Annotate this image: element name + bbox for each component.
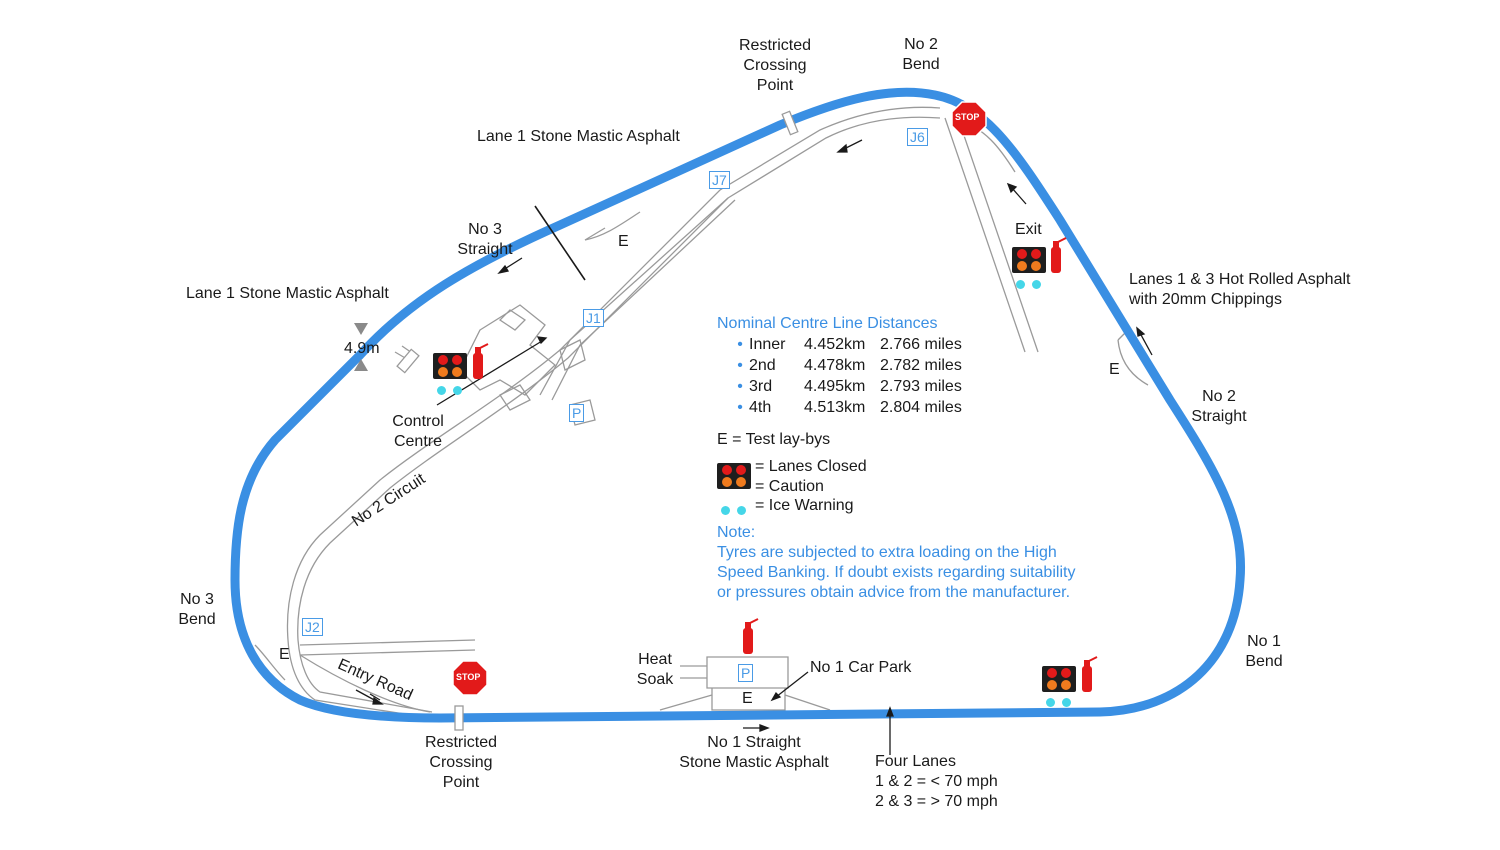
parking-p-icon: P [738, 664, 754, 682]
no3-straight-label: No 3 Straight [457, 221, 513, 258]
legend-panel: Nominal Centre Line Distances • Inner 4.45… [717, 315, 1137, 603]
direction-arrows [355, 139, 1153, 755]
legend-caution: = Caution [755, 478, 824, 495]
no2-bend-label: No 2 Bend [902, 36, 940, 73]
legend-signal-key: = Lanes Closed = Caution [717, 456, 1137, 496]
bullet-icon: • [737, 378, 743, 395]
no1-bend-label: No 1 Bend [1245, 633, 1283, 670]
distance-row: • 2nd 4.478km 2.782 miles [717, 355, 1137, 376]
fire-extinguisher-icon [1082, 656, 1098, 692]
lane-km: 4.452km [804, 336, 866, 353]
ice-warning-lights [1046, 694, 1078, 712]
stop-sign-icon [452, 660, 488, 696]
exit-label: Exit [1015, 221, 1042, 238]
lane-km: 4.478km [804, 357, 866, 374]
lane1-surface-label-top: Lane 1 Stone Mastic Asphalt [477, 128, 680, 145]
bullet-icon: • [737, 336, 743, 353]
lane-km: 4.513km [804, 399, 866, 416]
junction-j6: J6 [907, 128, 928, 146]
junction-j2: J2 [302, 618, 323, 636]
lane-miles: 2.793 miles [880, 378, 962, 395]
warning-signal [1042, 666, 1076, 692]
stop-sign-label: STOP [456, 672, 481, 682]
control-centre-label: Control Centre [392, 413, 444, 450]
width-marker-bottom-icon [354, 359, 368, 371]
distance-row: • Inner 4.452km 2.766 miles [717, 334, 1137, 355]
restricted-crossing-top-label: Restricted Crossing Point [738, 37, 812, 94]
no2-straight-label: No 2 Straight [1191, 388, 1247, 425]
warning-signal [1012, 247, 1046, 273]
lane-name: 4th [749, 399, 772, 416]
inner-roads [254, 106, 1149, 719]
legend-ice-warning: = Ice Warning [755, 497, 854, 514]
heat-soak-label: Heat Soak [636, 651, 674, 688]
lane-miles: 2.782 miles [880, 357, 962, 374]
junction-j7: J7 [709, 171, 730, 189]
legend-e-key: E = Test lay-bys [717, 431, 831, 448]
fire-extinguisher-icon [473, 343, 489, 379]
lane-miles: 2.766 miles [880, 336, 962, 353]
note-title: Note: [717, 524, 756, 541]
stop-sign-label: STOP [955, 112, 980, 122]
width-marker-top-icon [354, 323, 368, 335]
ice-warning-lights [437, 382, 469, 400]
distance-row: • 3rd 4.495km 2.793 miles [717, 376, 1137, 397]
legend-title: Nominal Centre Line Distances [717, 315, 938, 332]
restricted-crossing-bottom-label: Restricted Crossing Point [424, 734, 498, 791]
lane-miles: 2.804 miles [880, 399, 962, 416]
legend-ice-icon [721, 501, 753, 521]
bullet-icon: • [737, 399, 743, 416]
junction-j1: J1 [583, 309, 604, 327]
fire-extinguisher-icon [743, 618, 759, 654]
legend-ice-key: = Ice Warning [717, 496, 1137, 516]
legend-signal-icon [717, 463, 751, 489]
stop-sign-icon [951, 101, 987, 137]
no1-car-park-label: No 1 Car Park [810, 659, 912, 676]
test-layby-label: E [618, 233, 629, 250]
bullet-icon: • [737, 357, 743, 374]
lane-name: 2nd [749, 357, 776, 374]
note-text: Tyres are subjected to extra loading on … [717, 544, 1076, 601]
legend-lanes-closed: = Lanes Closed [755, 458, 867, 475]
warning-signal [433, 353, 467, 379]
parking-p-icon: P [569, 404, 585, 422]
high-speed-circuit [230, 87, 1246, 723]
track-width-label: 4.9m [344, 340, 380, 357]
distance-list: • Inner 4.452km 2.766 miles • 2nd 4.478km 2.782… [717, 334, 1137, 418]
test-layby-label: E [742, 690, 753, 707]
no3-bend-label: No 3 Bend [178, 591, 216, 628]
lane-name: 3rd [749, 378, 773, 395]
lanes13-surface-label: Lanes 1 & 3 Hot Rolled Asphalt with 20mm… [1129, 271, 1351, 308]
lane1-surface-label-left: Lane 1 Stone Mastic Asphalt [186, 285, 389, 302]
lane-km: 4.495km [804, 378, 866, 395]
lane-name: Inner [749, 336, 786, 353]
test-layby-label: E [279, 646, 290, 663]
crossing-markers [396, 110, 799, 731]
no1-straight-label: No 1 Straight Stone Mastic Asphalt [679, 734, 829, 771]
fire-extinguisher-icon [1051, 237, 1067, 273]
distance-row: • 4th 4.513km 2.804 miles [717, 397, 1137, 418]
four-lanes-label: Four Lanes 1 & 2 = < 70 mph 2 & 3 = > 70… [875, 753, 998, 810]
test-layby-label: E [1109, 361, 1120, 378]
ice-warning-lights [1016, 276, 1048, 294]
